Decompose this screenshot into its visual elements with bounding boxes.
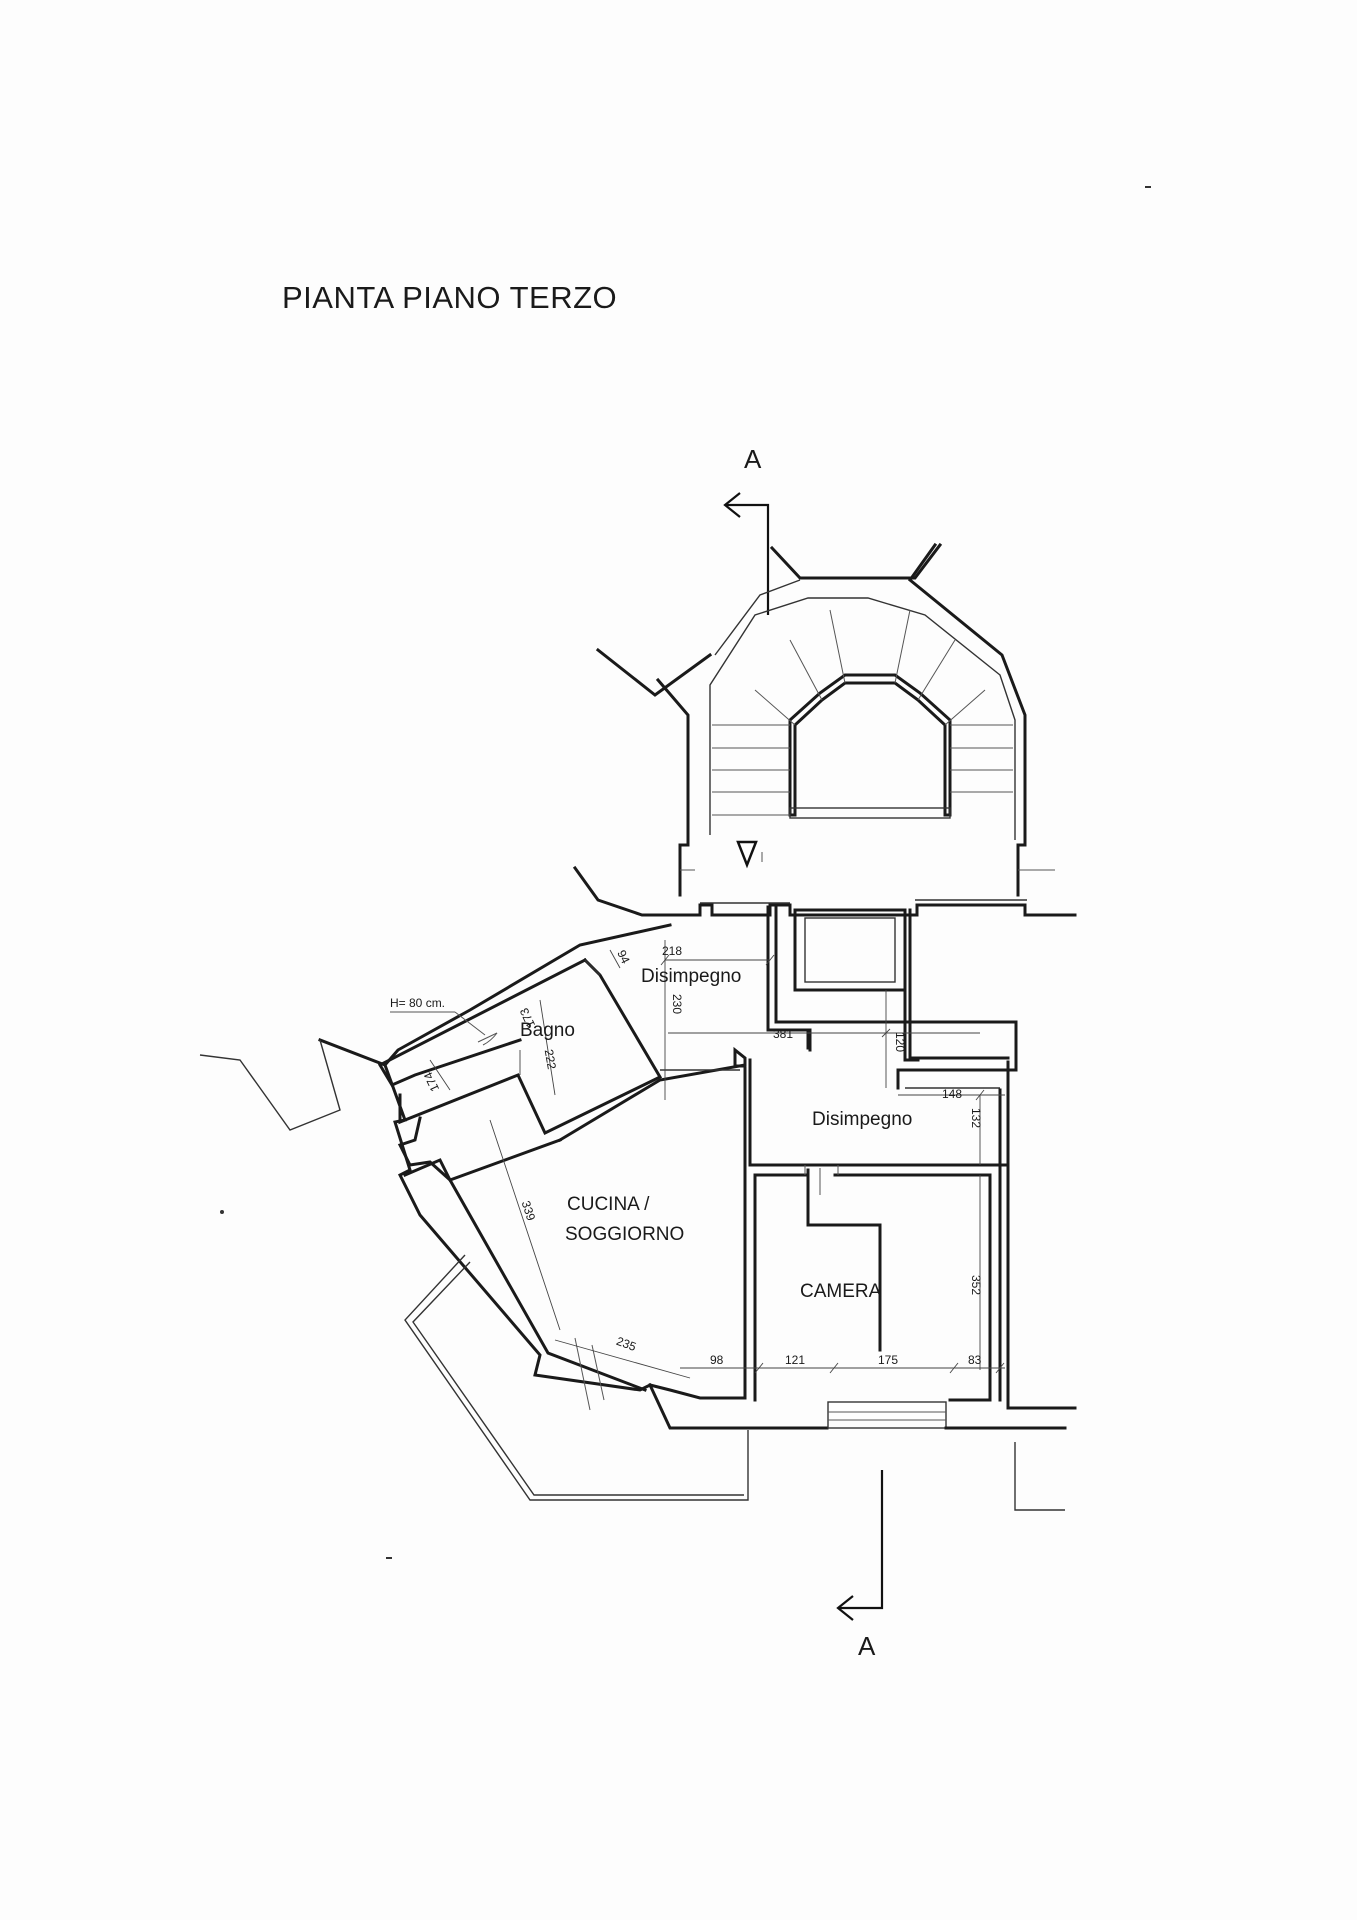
dim-218: 218 <box>662 944 682 958</box>
dim-83: 83 <box>968 1353 982 1367</box>
dim-94: 94 <box>614 948 632 966</box>
height-note: H= 80 cm. <box>390 996 445 1010</box>
cucina-walls <box>383 1046 829 1501</box>
dim-352: 352 <box>969 1275 983 1295</box>
dim-120: 120 <box>893 1032 907 1052</box>
section-marker-bottom: A <box>836 1470 884 1661</box>
dim-132: 132 <box>969 1108 983 1128</box>
dim-148: 148 <box>942 1087 962 1101</box>
scan-speck <box>386 1557 392 1559</box>
dim-222: 222 <box>542 1048 559 1070</box>
section-label-bottom: A <box>858 1631 876 1661</box>
room-label-disimpegno-1: Disimpegno <box>641 966 741 987</box>
section-marker-top: A <box>723 444 770 615</box>
dim-235: 235 <box>614 1334 638 1354</box>
room-label-camera: CAMERA <box>800 1281 882 1302</box>
dim-339: 339 <box>519 1199 539 1223</box>
disimpegno-walls <box>748 905 1077 1511</box>
room-label-cucina-line2: SOGGIORNO <box>565 1224 684 1245</box>
dim-175: 175 <box>878 1353 898 1367</box>
room-label-bagno: Bagno <box>520 1020 575 1041</box>
dim-381: 381 <box>773 1027 793 1041</box>
landing-wall <box>668 899 1077 917</box>
scan-speck <box>220 1210 224 1214</box>
stairwell <box>595 542 1055 897</box>
room-label-disimpegno-2: Disimpegno <box>812 1109 912 1130</box>
dimension-lines <box>429 940 1005 1379</box>
scan-speck <box>1145 186 1151 188</box>
room-label-cucina-line1: CUCINA / <box>567 1194 650 1215</box>
section-label-top: A <box>744 444 762 474</box>
dim-121: 121 <box>785 1353 805 1367</box>
dim-230: 230 <box>670 994 684 1014</box>
dim-98: 98 <box>710 1353 724 1367</box>
page-title: PIANTA PIANO TERZO <box>282 280 618 315</box>
